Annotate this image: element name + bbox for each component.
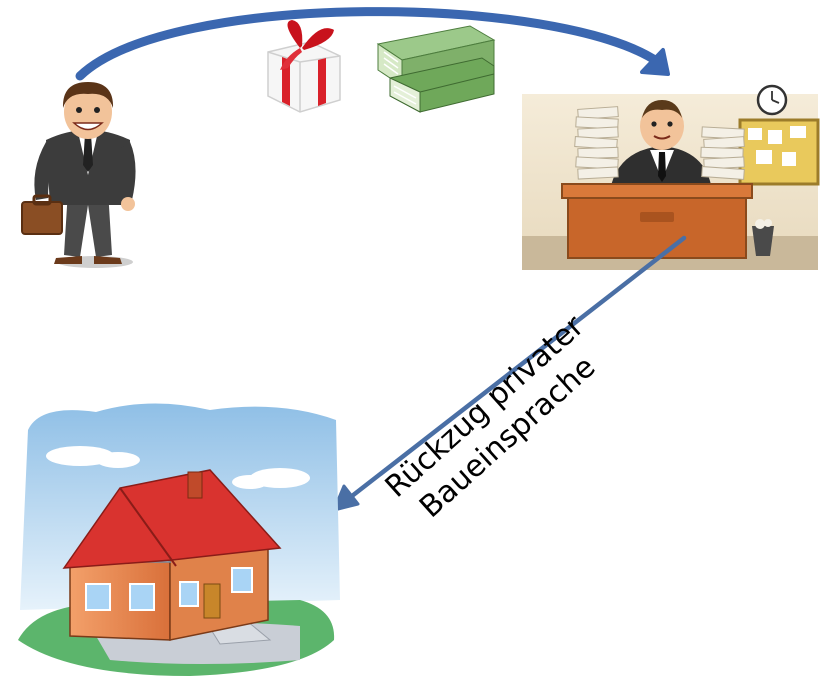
official-at-desk-icon	[522, 84, 820, 270]
euro-banknotes-icon	[376, 25, 496, 113]
businessman-icon	[21, 82, 136, 268]
diagonal-arrow	[332, 235, 687, 512]
curved-arrow	[75, 7, 670, 81]
house-icon	[18, 403, 340, 676]
gift-box-icon	[267, 20, 341, 113]
